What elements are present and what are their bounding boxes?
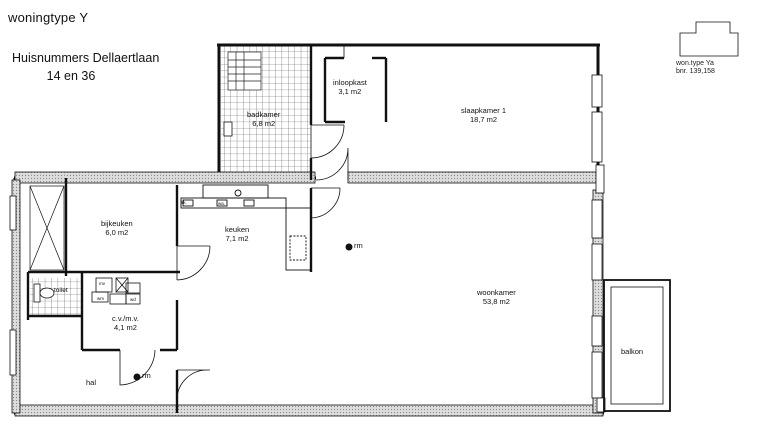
room-label-inloopkast: inloopkast 3,1 m2 <box>333 78 367 96</box>
room-name: slaapkamer 1 <box>461 106 507 115</box>
facade-windows <box>591 74 606 413</box>
mv-label: mv <box>99 281 105 286</box>
room-area: 53,8 m2 <box>482 297 510 306</box>
room-name: toilet <box>54 287 68 294</box>
room-label-toilet: toilet <box>54 286 68 295</box>
rm-marker-hal <box>133 373 141 381</box>
room-area: 6,8 m2 <box>252 119 276 128</box>
room-label-balkon: balkon <box>621 347 643 356</box>
wm-label: wm <box>97 296 104 301</box>
room-label-slaapkamer: slaapkamer 1 18,7 m2 <box>461 106 506 124</box>
room-area: 3,1 m2 <box>338 87 362 96</box>
room-name: bijkeuken <box>101 219 133 228</box>
room-name: balkon <box>621 347 644 356</box>
key-plan-line-1: won.type Ya <box>676 60 714 67</box>
room-name: inloopkast <box>333 78 367 87</box>
room-name: badkamer <box>247 110 281 119</box>
stair-symbol <box>227 51 262 91</box>
rm-label-keuken: rm <box>354 241 363 250</box>
storage-cross <box>29 185 65 271</box>
cv-installations <box>91 277 141 305</box>
door-swings <box>81 44 386 401</box>
toilet-bowl <box>33 283 55 303</box>
address-block: Huisnummers Dellaertlaan 14 en 36 <box>12 49 160 85</box>
balcony <box>603 279 671 412</box>
bath-fixture <box>223 121 233 137</box>
key-plan-label: won.type Ya bnr. 139,158 <box>676 60 715 76</box>
kk-label: kk. <box>181 200 187 205</box>
rm-marker-keuken <box>345 243 353 251</box>
room-name: keuken <box>225 225 250 234</box>
room-label-keuken: keuken 7,1 m2 <box>225 225 249 243</box>
room-label-woonkamer: woonkamer 53,8 m2 <box>477 288 516 306</box>
rm-label-hal: rm <box>142 371 151 380</box>
key-plan-sketch <box>679 21 739 57</box>
wd-label: wd <box>130 297 136 302</box>
room-label-cv: c.v./m.v. 4,1 m2 <box>112 314 139 332</box>
wa-label: wa. <box>218 201 226 206</box>
room-area: 7,1 m2 <box>225 234 249 243</box>
plan-title: woningtype Y <box>8 10 89 25</box>
room-name: woonkamer <box>477 288 516 297</box>
room-label-bijkeuken: bijkeuken 6,0 m2 <box>101 219 133 237</box>
interior-walls <box>26 45 388 413</box>
key-plan-line-2: bnr. 139,158 <box>676 68 715 75</box>
address-line-1: Huisnummers Dellaertlaan <box>12 51 160 65</box>
room-area: 18,7 m2 <box>469 115 498 124</box>
room-name: c.v./m.v. <box>112 314 139 323</box>
rm-points <box>133 243 353 381</box>
address-line-2: 14 en 36 <box>46 69 96 83</box>
room-area: 4,1 m2 <box>113 323 137 332</box>
kitchen-counters <box>180 184 312 271</box>
room-name: hal <box>86 378 97 387</box>
room-label-hal: hal <box>86 378 96 387</box>
room-area: 6,0 m2 <box>105 228 129 237</box>
left-windows <box>9 195 17 376</box>
room-label-badkamer: badkamer 6,8 m2 <box>247 110 280 128</box>
